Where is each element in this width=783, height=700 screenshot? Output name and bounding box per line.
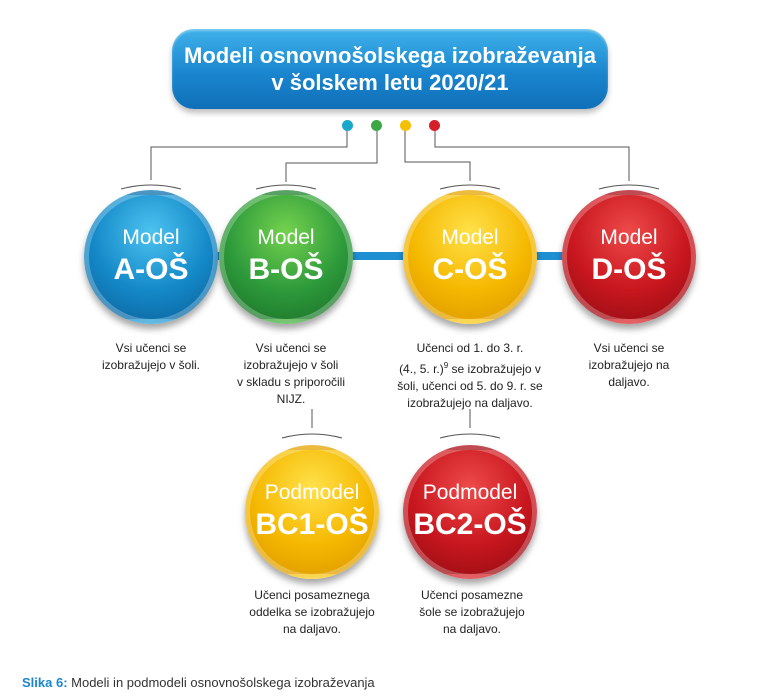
model-b-desc-line: NIJZ.	[276, 392, 306, 406]
line-to-model-b	[285, 131, 378, 182]
submodel-bc1-desc-line: na daljavo.	[282, 622, 342, 636]
model-d-circle: Model D-OŠ	[562, 190, 696, 324]
dot-green	[371, 120, 382, 131]
model-c-desc-part: (4., 5. r.)	[399, 362, 444, 376]
line-to-model-a	[150, 131, 348, 180]
line-to-model-d	[434, 131, 630, 181]
model-c-code: C-OŠ	[432, 253, 508, 286]
model-b-label: Model	[257, 226, 315, 249]
model-b-circle: Model B-OŠ	[219, 190, 353, 324]
model-b-desc-line: Vsi učenci se	[255, 341, 327, 355]
figure-caption: Slika 6: Modeli in podmodeli osnovnošols…	[22, 675, 375, 690]
arc-submodel-bc1	[281, 433, 343, 439]
line-to-model-c	[404, 131, 471, 181]
caption-text: Modeli in podmodeli osnovnošolskega izob…	[67, 675, 375, 690]
model-a-circle: Model A-OŠ	[84, 190, 218, 324]
submodel-bc1-circle: Podmodel BC1-OŠ	[245, 445, 379, 579]
connector-c-d	[520, 252, 580, 260]
arc-model-c	[439, 184, 501, 190]
submodel-bc2-circle: Podmodel BC2-OŠ	[403, 445, 537, 579]
dot-red	[429, 120, 440, 131]
submodel-bc1-description: Učenci posameznega oddelka se izobražuje…	[232, 587, 392, 638]
dot-blue	[342, 120, 353, 131]
diagram-title: Modeli osnovnošolskega izobraževanja v š…	[172, 29, 608, 109]
arc-model-b	[255, 184, 317, 190]
submodel-bc2-label: Podmodel	[422, 481, 518, 504]
model-a-desc-line: Vsi učenci se	[115, 341, 187, 355]
model-c-desc-line: (4., 5. r.)9 se izobražujejo v	[390, 357, 550, 378]
model-a-label: Model	[122, 226, 180, 249]
submodel-bc2-description: Učenci posamezne šole se izobražujejo na…	[392, 587, 552, 638]
footnote-marker: 9	[443, 361, 449, 370]
model-d-desc-line: Vsi učenci se	[593, 341, 665, 355]
arc-model-a	[120, 184, 182, 190]
submodel-bc2-desc-line: na daljavo.	[442, 622, 502, 636]
submodel-bc2-desc-line: šole se izobražujejo	[419, 605, 525, 619]
submodel-bc1-code: BC1-OŠ	[255, 508, 369, 541]
model-c-desc-line: Učenci od 1. do 3. r.	[416, 341, 524, 355]
model-b-desc-line: v skladu s priporočili	[236, 375, 346, 389]
arc-submodel-bc2	[439, 433, 501, 439]
submodel-bc1-label: Podmodel	[264, 481, 360, 504]
submodel-bc2-code: BC2-OŠ	[413, 508, 527, 541]
model-d-description: Vsi učenci se izobražujejo na daljavo.	[556, 340, 702, 391]
submodel-bc2-desc-line: Učenci posamezne	[420, 588, 524, 602]
model-c-description: Učenci od 1. do 3. r. (4., 5. r.)9 se iz…	[390, 340, 550, 412]
model-a-desc-line: izobražujejo v šoli.	[101, 358, 201, 372]
model-b-desc-line: izobražujejo v šoli	[243, 358, 339, 372]
connector-b-c	[345, 252, 435, 260]
model-c-desc-line: šoli, učenci od 5. do 9. r. se	[397, 379, 543, 393]
model-a-code: A-OŠ	[113, 253, 189, 286]
model-c-desc-part: se izobražujejo v	[448, 362, 541, 376]
model-b-code: B-OŠ	[248, 253, 324, 286]
submodel-bc1-desc-line: Učenci posameznega	[254, 588, 370, 602]
submodel-bc1-desc-line: oddelka se izobražujejo	[249, 605, 375, 619]
model-d-code: D-OŠ	[591, 253, 667, 286]
model-d-desc-line: izobražujejo na	[588, 358, 670, 372]
model-b-description: Vsi učenci se izobražujejo v šoli v skla…	[216, 340, 366, 408]
arc-model-d	[598, 184, 660, 190]
dot-yellow	[400, 120, 411, 131]
model-c-label: Model	[441, 226, 499, 249]
model-a-description: Vsi učenci se izobražujejo v šoli.	[76, 340, 226, 374]
model-c-desc-line: izobražujejo na daljavo.	[407, 396, 533, 410]
caption-label: Slika 6:	[22, 675, 68, 690]
model-d-desc-line: daljavo.	[608, 375, 650, 389]
title-line-2: v šolskem letu 2020/21	[271, 70, 509, 95]
model-d-label: Model	[600, 226, 658, 249]
title-line-1: Modeli osnovnošolskega izobraževanja	[184, 43, 596, 68]
model-c-circle: Model C-OŠ	[403, 190, 537, 324]
